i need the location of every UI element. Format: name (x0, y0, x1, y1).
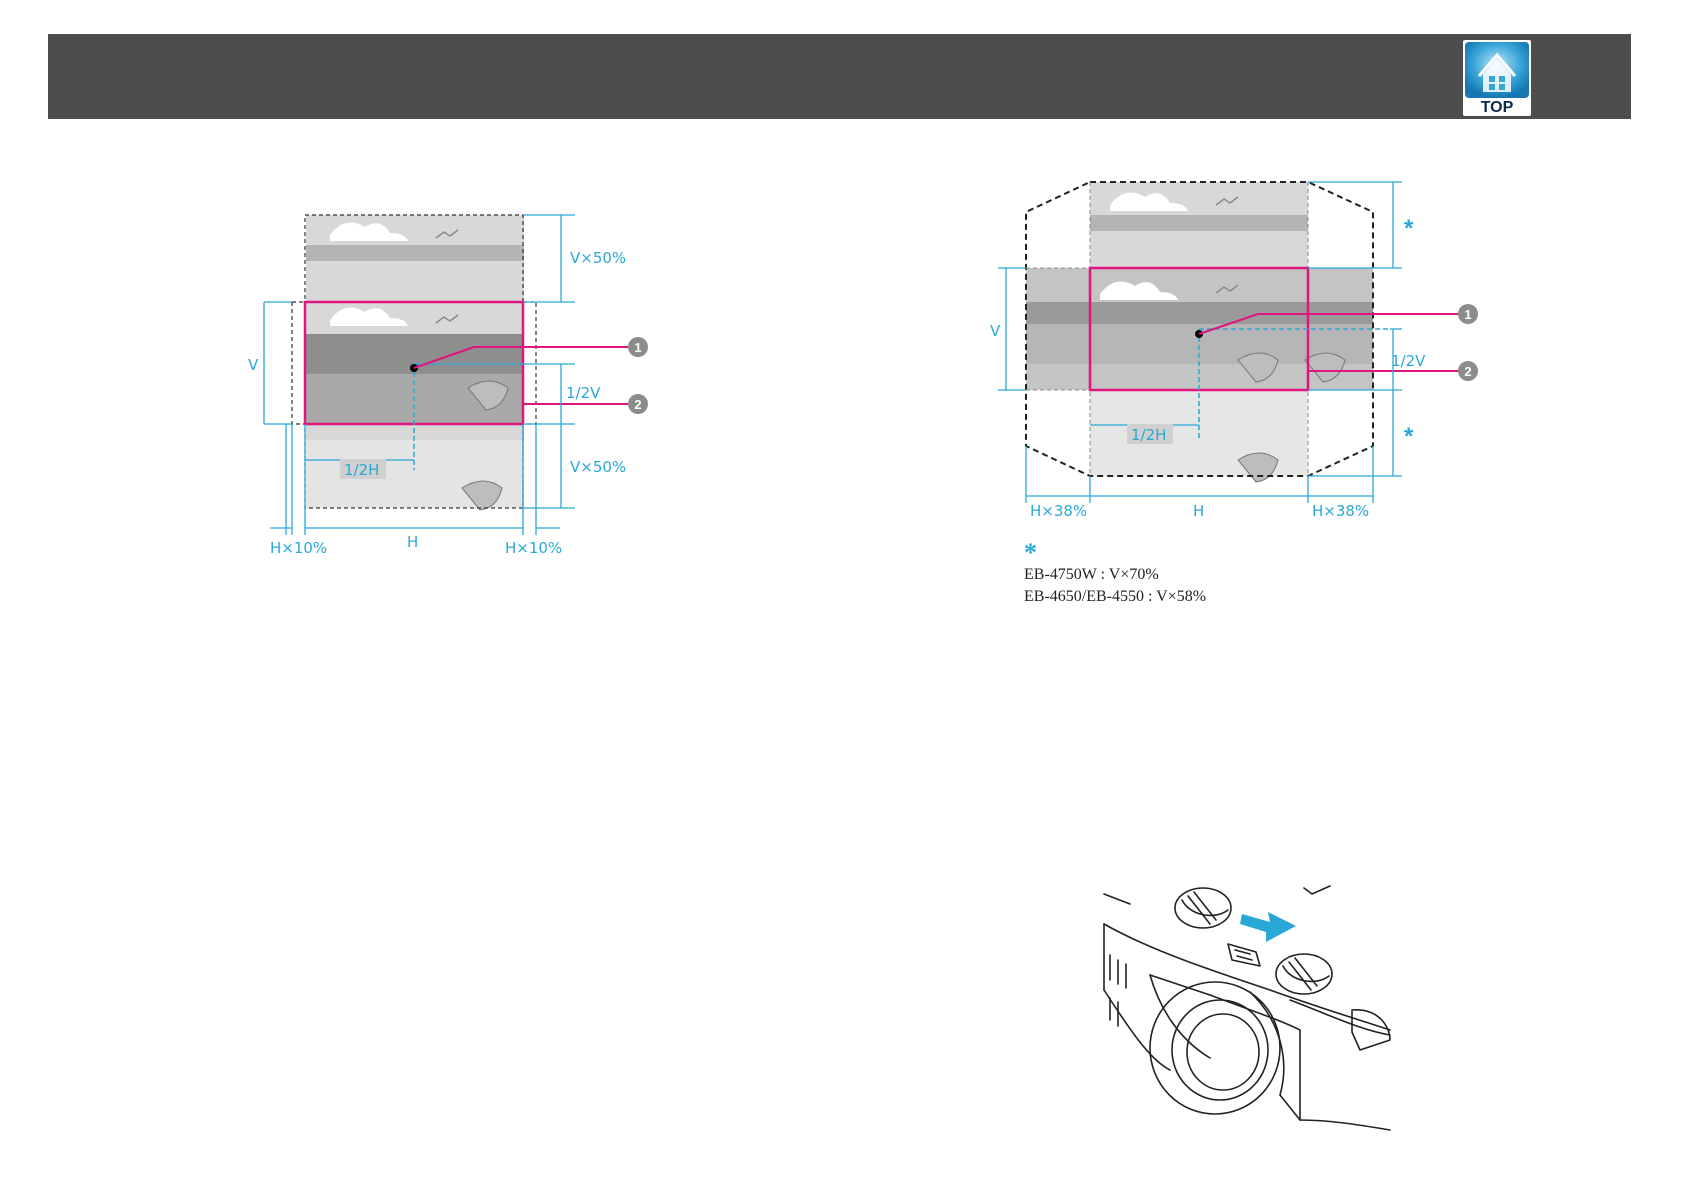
label-half-v-right: 1/2V (1391, 352, 1426, 370)
arrow-icon (1240, 912, 1296, 942)
footnote-line-2: EB-4650/EB-4550 : V×58% (1024, 586, 1324, 608)
label-v-right: V (990, 322, 1001, 340)
shift-range-diagram-right: 1 2 * V 1/2V * 1 (0, 0, 1684, 600)
label-h-right-diagram: H (1193, 502, 1204, 520)
label-star-bottom: * (1404, 423, 1414, 450)
label-h-right-right: H×38% (1312, 502, 1369, 520)
label-star-top: * (1404, 215, 1414, 242)
label-half-h-right: 1/2H (1131, 426, 1166, 444)
footnote-line-1: EB-4750W : V×70% (1024, 564, 1324, 586)
projector-illustration (1090, 880, 1400, 1150)
svg-text:2: 2 (1464, 364, 1471, 379)
footnote-marker: * (1024, 544, 1324, 564)
model-footnote: * EB-4750W : V×70% EB-4650/EB-4550 : V×5… (1024, 544, 1324, 608)
svg-text:1: 1 (1464, 307, 1471, 322)
label-h-left-right: H×38% (1030, 502, 1087, 520)
